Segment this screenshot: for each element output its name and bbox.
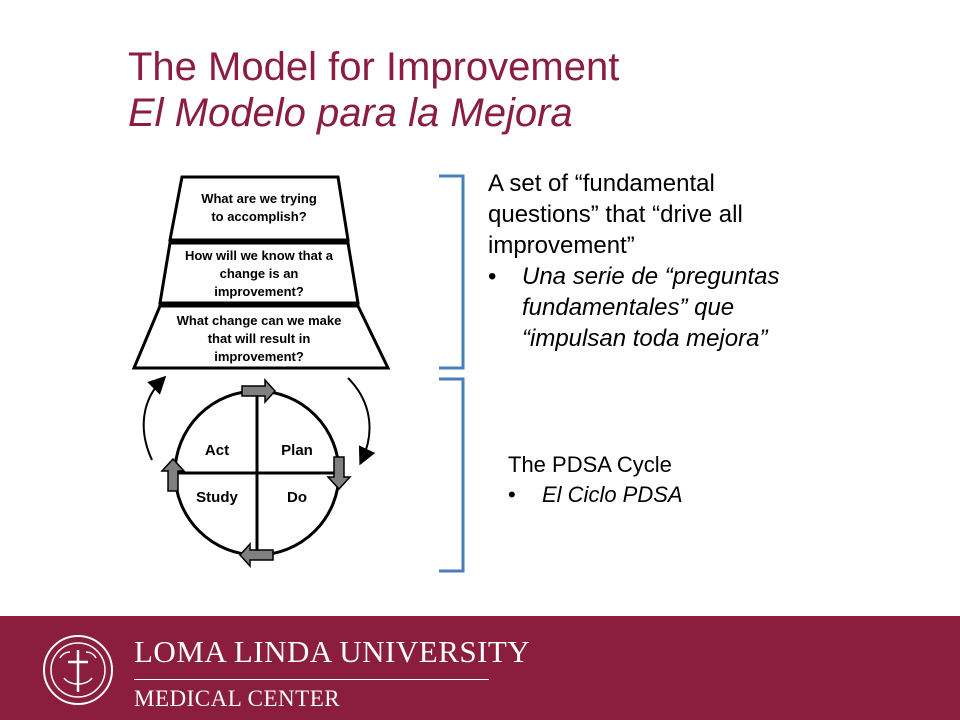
description-line-1: A set of “fundamental <box>488 170 715 197</box>
footer-band: LOMA LINDA UNIVERSITY MEDICAL CENTER <box>0 616 960 720</box>
description-line-3: improvement” <box>488 232 635 259</box>
university-name-text: LOMA LINDA UNIVERSITY <box>134 634 531 669</box>
model-diagram: What are we trying to accomplish? How wi… <box>131 175 391 568</box>
questions-pyramid: What are we trying to accomplish? How wi… <box>131 175 391 370</box>
pdsa-cycle: Act Plan Study Do <box>160 378 352 568</box>
pdsa-do-label: Do <box>287 489 307 506</box>
question-3-line-1: What change can we make <box>177 313 342 328</box>
description-bullet: • Una serie de “preguntas fundamentales”… <box>488 261 868 354</box>
medical-center-name: MEDICAL CENTER <box>134 686 341 711</box>
bullet-line-1: Una serie de “preguntas <box>522 263 780 290</box>
question-1-line-2: to accomplish? <box>211 209 306 224</box>
pdsa-plan-label: Plan <box>281 442 313 459</box>
right-curved-arrow-icon <box>347 377 376 466</box>
slide-title: The Model for Improvement <box>128 45 620 89</box>
slide-title-block: The Model for Improvement El Modelo para… <box>128 44 619 136</box>
arrow-up-left-icon <box>160 457 186 492</box>
question-2-line-3: improvement? <box>214 284 304 299</box>
university-seal-icon <box>43 635 113 705</box>
arrow-down-right-icon <box>326 456 352 491</box>
pdsa-bullet-text: El Ciclo PDSA <box>542 482 683 507</box>
question-2-line-2: change is an <box>220 266 299 281</box>
left-curved-arrow-icon <box>142 375 167 461</box>
pdsa-heading: The PDSA Cycle <box>508 452 672 477</box>
pdsa-bullet: • El Ciclo PDSA <box>508 480 888 510</box>
bullet-dot: • <box>508 482 516 507</box>
arrow-right-top-icon <box>241 378 277 404</box>
bullet-line-3: “impulsan toda mejora” <box>522 325 768 352</box>
pdsa-study-label: Study <box>196 489 238 506</box>
question-3-line-2: that will result in <box>208 331 311 346</box>
pdsa-description: The PDSA Cycle • El Ciclo PDSA <box>508 450 888 510</box>
pdsa-bracket <box>439 377 465 573</box>
footer-divider <box>134 679 489 680</box>
bullet-line-2: fundamentales” que <box>522 294 735 321</box>
pdsa-act-label: Act <box>205 442 229 459</box>
bullet-dot: • <box>488 263 497 290</box>
slide-subtitle: El Modelo para la Mejora <box>128 91 573 135</box>
university-name: LOMA LINDA UNIVERSITY <box>134 634 531 680</box>
arrow-left-bottom-icon <box>238 542 274 568</box>
questions-bracket <box>439 174 465 370</box>
questions-description: A set of “fundamental questions” that “d… <box>488 168 868 354</box>
question-2-line-1: How will we know that a <box>185 248 334 263</box>
question-3-line-3: improvement? <box>214 349 304 364</box>
description-line-2: questions” that “drive all <box>488 201 743 228</box>
question-1-line-1: What are we trying <box>201 191 317 206</box>
